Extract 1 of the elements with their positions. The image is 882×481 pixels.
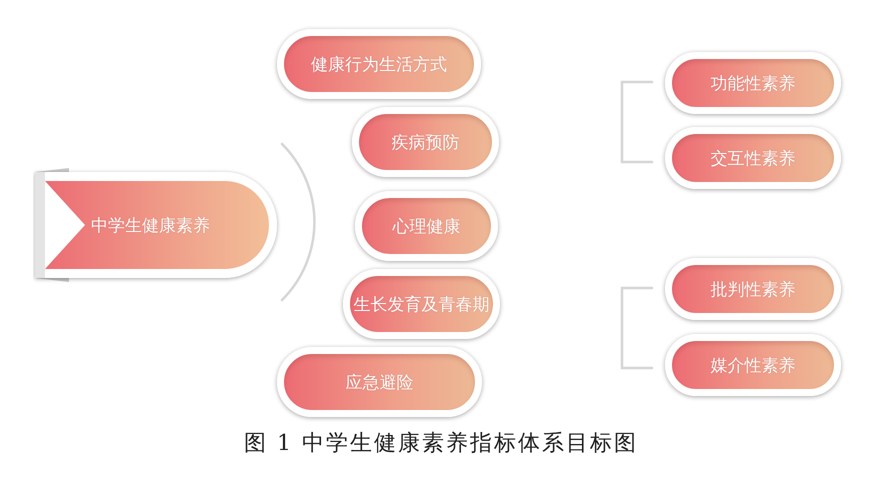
caption: 图 1 中学生健康素养指标体系目标图 xyxy=(244,431,638,456)
